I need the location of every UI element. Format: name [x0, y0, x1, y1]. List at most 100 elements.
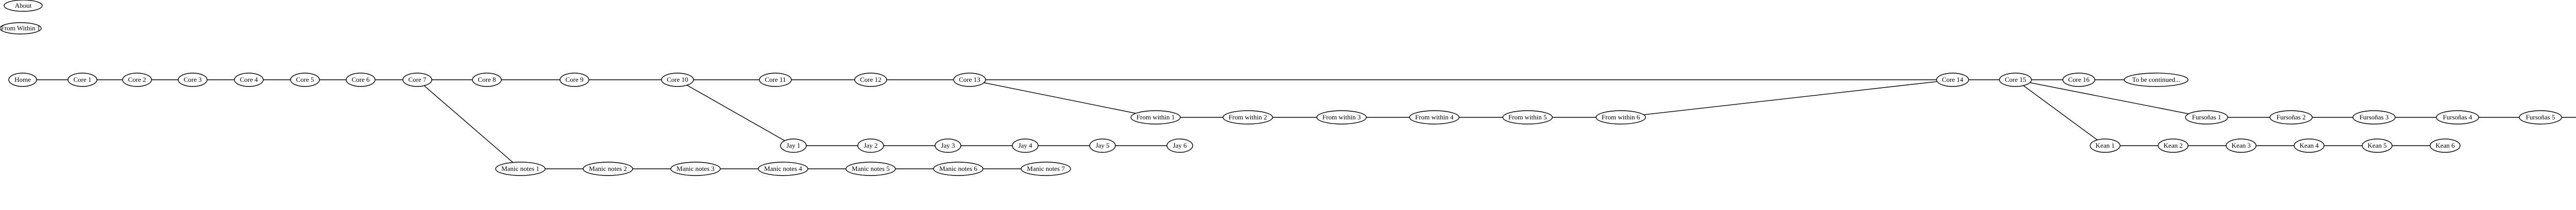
node-ellipse[interactable] — [2090, 138, 2121, 153]
node-kean-1[interactable]: Kean 1 — [2090, 138, 2121, 153]
node-ellipse[interactable] — [854, 73, 887, 87]
node-kean-4[interactable]: Kean 4 — [2294, 138, 2325, 153]
node-jay-3[interactable]: Jay 3 — [935, 138, 961, 153]
node-ellipse[interactable] — [2124, 73, 2189, 87]
node-ellipse[interactable] — [4, 0, 43, 12]
node-ellipse[interactable] — [122, 73, 152, 87]
node-core-9[interactable]: Core 9 — [560, 73, 589, 87]
node-manic-notes-6[interactable]: Manic notes 6 — [933, 162, 984, 176]
node-ellipse[interactable] — [290, 73, 320, 87]
node-core-11[interactable]: Core 11 — [759, 73, 792, 87]
node-ellipse[interactable] — [857, 138, 884, 153]
node-from-within-4[interactable]: From within 4 — [1409, 110, 1460, 125]
node-ellipse[interactable] — [402, 73, 432, 87]
node-jay-1[interactable]: Jay 1 — [780, 138, 807, 153]
node-ellipse[interactable] — [2294, 138, 2325, 153]
node-core-16[interactable]: Core 16 — [2062, 73, 2095, 87]
node-ellipse[interactable] — [1316, 110, 1367, 125]
node-manic-notes-5[interactable]: Manic notes 5 — [845, 162, 896, 176]
node-manic-notes-3[interactable]: Manic notes 3 — [670, 162, 721, 176]
node-core-15[interactable]: Core 15 — [1999, 73, 2032, 87]
node-ellipse[interactable] — [2352, 110, 2396, 125]
node-ellipse[interactable] — [1936, 73, 1969, 87]
node-ellipse[interactable] — [953, 73, 986, 87]
node-from-within-1[interactable]: From Within 1 — [0, 22, 42, 34]
node-ellipse[interactable] — [933, 162, 984, 176]
node-core-14[interactable]: Core 14 — [1936, 73, 1969, 87]
node-ellipse[interactable] — [472, 73, 502, 87]
node-ellipse[interactable] — [935, 138, 961, 153]
node-furso-as-4[interactable]: Fursoñas 4 — [2436, 110, 2479, 125]
node-ellipse[interactable] — [560, 73, 589, 87]
node-ellipse[interactable] — [583, 162, 633, 176]
node-ellipse[interactable] — [178, 73, 208, 87]
node-from-within-5[interactable]: From within 5 — [1502, 110, 1553, 125]
node-ellipse[interactable] — [780, 138, 807, 153]
node-ellipse[interactable] — [1089, 138, 1116, 153]
node-ellipse[interactable] — [2185, 110, 2228, 125]
node-ellipse[interactable] — [2269, 110, 2313, 125]
node-ellipse[interactable] — [2430, 138, 2461, 153]
node-core-5[interactable]: Core 5 — [290, 73, 320, 87]
node-ellipse[interactable] — [845, 162, 896, 176]
node-ellipse[interactable] — [8, 73, 37, 87]
node-ellipse[interactable] — [1166, 138, 1193, 153]
node-to-be-continued[interactable]: To be continued... — [2124, 73, 2189, 87]
node-ellipse[interactable] — [1021, 162, 1071, 176]
node-furso-as-2[interactable]: Fursoñas 2 — [2269, 110, 2313, 125]
node-core-12[interactable]: Core 12 — [854, 73, 887, 87]
node-furso-as-5[interactable]: Fursoñas 5 — [2519, 110, 2562, 125]
node-core-3[interactable]: Core 3 — [178, 73, 208, 87]
node-ellipse[interactable] — [1409, 110, 1460, 125]
node-manic-notes-2[interactable]: Manic notes 2 — [583, 162, 633, 176]
node-core-6[interactable]: Core 6 — [346, 73, 376, 87]
node-home[interactable]: Home — [8, 73, 37, 87]
node-ellipse[interactable] — [670, 162, 721, 176]
node-ellipse[interactable] — [2158, 138, 2189, 153]
node-manic-notes-1[interactable]: Manic notes 1 — [495, 162, 546, 176]
node-from-within-1[interactable]: From within 1 — [1130, 110, 1181, 125]
node-ellipse[interactable] — [2362, 138, 2393, 153]
node-core-7[interactable]: Core 7 — [402, 73, 432, 87]
node-jay-2[interactable]: Jay 2 — [857, 138, 884, 153]
node-ellipse[interactable] — [661, 73, 694, 87]
node-about[interactable]: About — [4, 0, 43, 12]
node-core-10[interactable]: Core 10 — [661, 73, 694, 87]
node-ellipse[interactable] — [1596, 110, 1646, 125]
node-ellipse[interactable] — [234, 73, 264, 87]
node-furso-as-3[interactable]: Fursoñas 3 — [2352, 110, 2396, 125]
node-ellipse[interactable] — [2226, 138, 2257, 153]
node-kean-5[interactable]: Kean 5 — [2362, 138, 2393, 153]
node-core-2[interactable]: Core 2 — [122, 73, 152, 87]
node-jay-4[interactable]: Jay 4 — [1012, 138, 1039, 153]
node-ellipse[interactable] — [0, 22, 42, 34]
node-core-4[interactable]: Core 4 — [234, 73, 264, 87]
node-ellipse[interactable] — [1223, 110, 1273, 125]
node-furso-as-1[interactable]: Fursoñas 1 — [2185, 110, 2228, 125]
node-ellipse[interactable] — [1130, 110, 1181, 125]
node-ellipse[interactable] — [1012, 138, 1039, 153]
node-ellipse[interactable] — [346, 73, 376, 87]
node-jay-5[interactable]: Jay 5 — [1089, 138, 1116, 153]
node-from-within-2[interactable]: From within 2 — [1223, 110, 1273, 125]
node-ellipse[interactable] — [759, 73, 792, 87]
node-core-8[interactable]: Core 8 — [472, 73, 502, 87]
node-ellipse[interactable] — [2062, 73, 2095, 87]
node-ellipse[interactable] — [495, 162, 546, 176]
node-kean-2[interactable]: Kean 2 — [2158, 138, 2189, 153]
node-manic-notes-7[interactable]: Manic notes 7 — [1021, 162, 1071, 176]
node-from-within-3[interactable]: From within 3 — [1316, 110, 1367, 125]
node-ellipse[interactable] — [2436, 110, 2479, 125]
node-core-13[interactable]: Core 13 — [953, 73, 986, 87]
node-jay-6[interactable]: Jay 6 — [1166, 138, 1193, 153]
node-kean-3[interactable]: Kean 3 — [2226, 138, 2257, 153]
node-ellipse[interactable] — [1502, 110, 1553, 125]
node-kean-6[interactable]: Kean 6 — [2430, 138, 2461, 153]
node-ellipse[interactable] — [758, 162, 808, 176]
node-ellipse[interactable] — [1999, 73, 2032, 87]
node-core-1[interactable]: Core 1 — [67, 73, 97, 87]
node-manic-notes-4[interactable]: Manic notes 4 — [758, 162, 808, 176]
node-ellipse[interactable] — [2519, 110, 2562, 125]
node-from-within-6[interactable]: From within 6 — [1596, 110, 1646, 125]
node-ellipse[interactable] — [67, 73, 97, 87]
